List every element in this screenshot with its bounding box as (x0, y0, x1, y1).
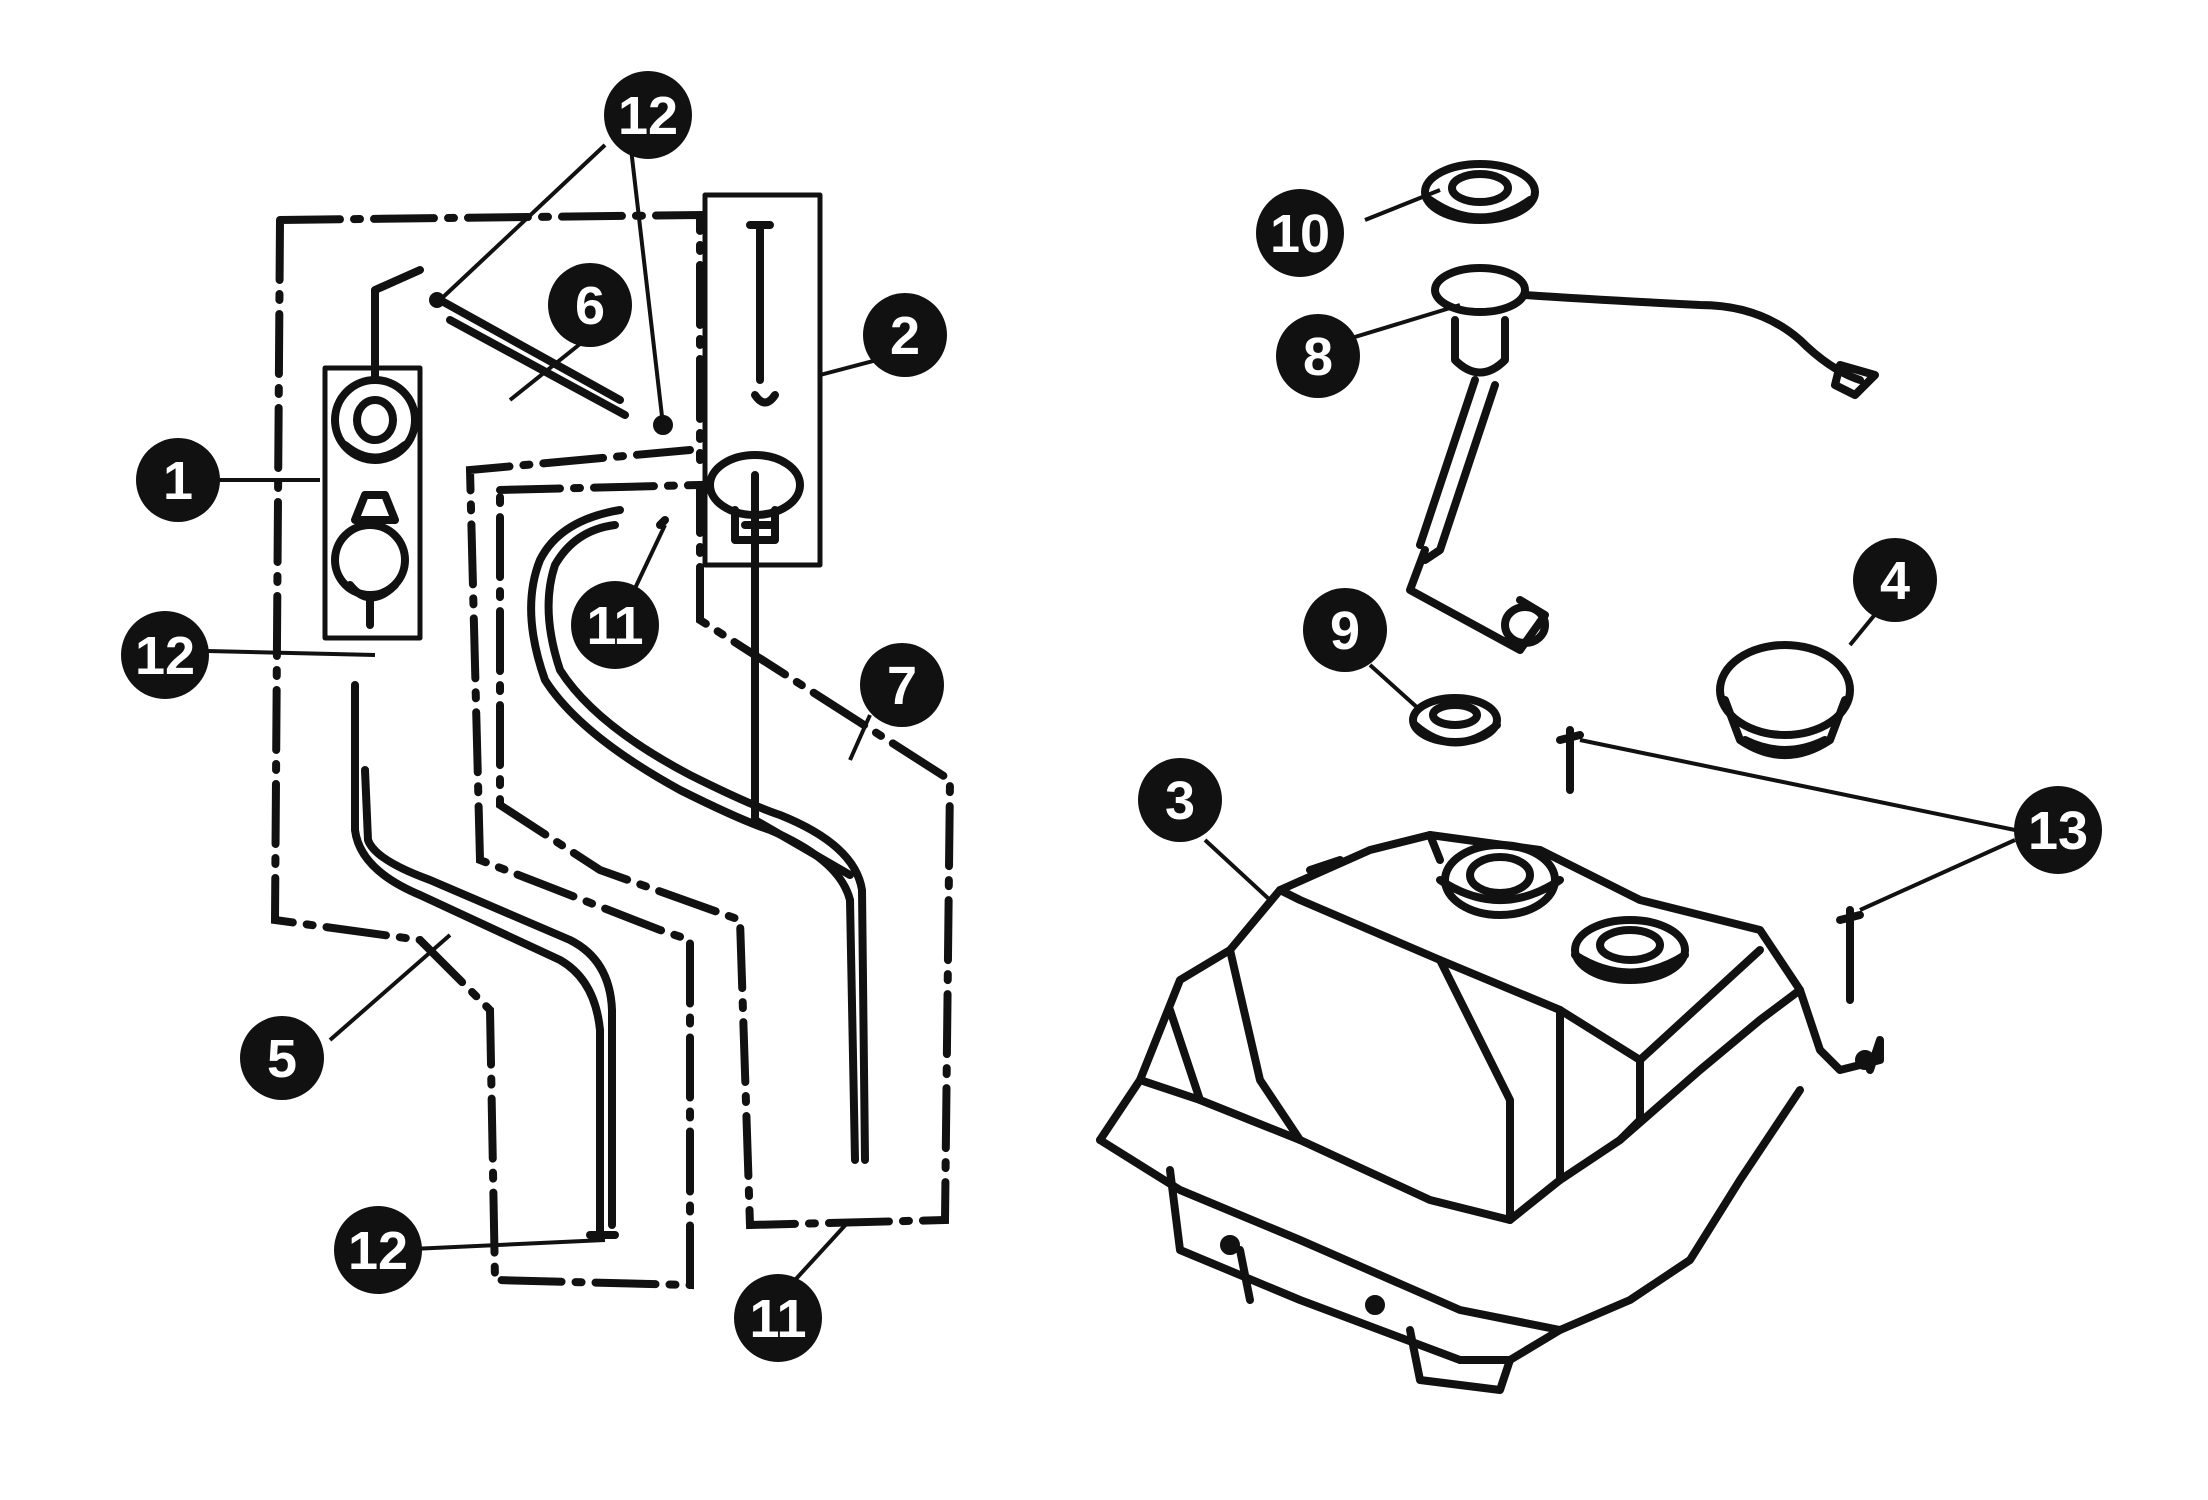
callout-11-upper: 11 (571, 581, 659, 669)
valve (706, 221, 804, 544)
valve-box (702, 192, 823, 568)
fuel-level-sender (1406, 264, 1879, 654)
callout-6-label: 6 (575, 276, 605, 336)
routing-frame-outer (270, 210, 704, 1290)
callout-12-bottom-label: 12 (348, 1221, 408, 1281)
sender-cap (1421, 160, 1539, 224)
callout-8: 8 (1276, 314, 1360, 398)
callout-1-label: 1 (163, 451, 193, 511)
callout-3: 3 (1138, 758, 1222, 842)
callout-11-upper-label: 11 (586, 596, 643, 656)
sender-gasket (1409, 694, 1501, 747)
callout-7-label: 7 (887, 656, 917, 716)
callout-12-top: 12 (604, 71, 692, 159)
callout-1: 1 (136, 438, 220, 522)
fuel-tank (1096, 831, 1884, 1394)
callout-12-top-label: 12 (618, 86, 678, 146)
fuel-line-assembly (270, 192, 955, 1290)
callout-9-label: 9 (1330, 601, 1360, 661)
filler-cap (1716, 641, 1854, 759)
filter-upper-hose (371, 266, 424, 384)
callout-3-label: 3 (1165, 771, 1195, 831)
fuel-tank-assembly (1096, 160, 1884, 1394)
callout-10-label: 10 (1270, 204, 1330, 264)
callout-4-label: 4 (1880, 551, 1910, 611)
fuel-hose-left-inner (361, 766, 616, 1229)
callout-13-label: 13 (2028, 801, 2088, 861)
callout-9: 9 (1303, 588, 1387, 672)
fuel-filter (331, 376, 419, 629)
return-hose-curve-inner (544, 521, 869, 1164)
fuel-hose-left (351, 681, 604, 1239)
callout-11-lower: 11 (734, 1274, 822, 1362)
breather-hose (436, 296, 629, 419)
callout-5: 5 (240, 1016, 324, 1100)
mounting-bolts (1556, 726, 1864, 1004)
callout-13: 13 (2014, 786, 2102, 874)
callout-12-left-label: 12 (135, 626, 195, 686)
callout-7: 7 (860, 643, 944, 727)
callout-2-label: 2 (890, 306, 920, 366)
callout-12-bottom: 12 (334, 1206, 422, 1294)
callout-4: 4 (1853, 538, 1937, 622)
callout-12-left: 12 (121, 611, 209, 699)
callout-6: 6 (548, 263, 632, 347)
callout-2: 2 (863, 293, 947, 377)
callout-5-label: 5 (267, 1029, 297, 1089)
callout-8-label: 8 (1303, 327, 1333, 387)
hose-7 (751, 471, 854, 879)
callout-10: 10 (1256, 189, 1344, 277)
routing-frame-inner (496, 480, 955, 1230)
leader-lines (164, 139, 2016, 1282)
callout-11-lower-label: 11 (749, 1289, 806, 1349)
